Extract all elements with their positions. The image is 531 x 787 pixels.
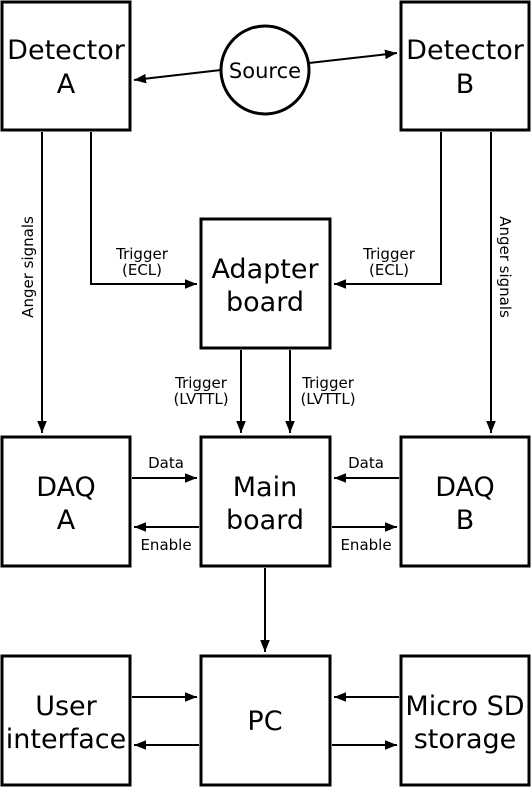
micro-sd-box — [399, 654, 531, 787]
adapter-board-box — [199, 217, 332, 350]
enable-b-label: Enable — [340, 536, 391, 554]
main-board-box — [199, 435, 332, 568]
detector-b-box — [399, 0, 531, 132]
data-b-label: Data — [348, 454, 384, 472]
source-to-detector-a-arrow — [133, 69, 222, 84]
trigger-ecl-a-arrow — [90, 132, 197, 289]
trigger-ecl-a-label-line2: (ECL) — [122, 261, 162, 279]
trigger-lvttl-right-label-line1: Trigger — [301, 374, 355, 392]
data-a-label: Data — [148, 454, 184, 472]
trigger-lvttl-left-label-line1: Trigger — [174, 374, 228, 392]
enable-a-label: Enable — [140, 536, 191, 554]
trigger-lvttl-left-label-line2: (LVTTL) — [173, 390, 228, 408]
anger-signals-a-label: Anger signals — [19, 216, 37, 318]
detector-a-label-line2: A — [57, 69, 76, 100]
trigger-lvttl-right-label-line2: (LVTTL) — [300, 390, 355, 408]
daq-a-box — [0, 435, 132, 568]
detector-a-label-line1: Detector — [7, 35, 126, 66]
source-label: Source — [229, 59, 301, 83]
source-to-detector-b-arrow — [308, 49, 398, 64]
detector-b-label-line2: B — [456, 69, 475, 100]
daq-b-label-line1: DAQ — [435, 472, 495, 503]
adapter-board-label-line2: board — [226, 287, 304, 318]
user-interface-box — [0, 654, 132, 787]
micro-sd-label-line1: Micro SD — [405, 691, 524, 722]
pc-box — [199, 654, 332, 787]
adapter-board-label-line1: Adapter — [211, 254, 319, 285]
pc-label: PC — [247, 706, 282, 737]
daq-b-label-line2: B — [456, 505, 475, 536]
micro-sd-label-line2: storage — [414, 724, 517, 755]
trigger-ecl-a-label-line1: Trigger — [115, 245, 169, 263]
user-interface-label-line1: User — [35, 691, 97, 722]
anger-signals-b-label: Anger signals — [496, 216, 514, 318]
main-board-label-line2: board — [226, 505, 304, 536]
trigger-ecl-b-label-line1: Trigger — [362, 245, 416, 263]
trigger-ecl-b-label-line2: (ECL) — [369, 261, 409, 279]
daq-a-label-line2: A — [57, 505, 76, 536]
user-interface-label-line2: interface — [6, 724, 126, 755]
detector-a-box — [0, 0, 132, 132]
trigger-ecl-b-arrow — [334, 132, 442, 289]
daq-a-label-line1: DAQ — [36, 472, 96, 503]
main-board-label-line1: Main — [233, 472, 297, 503]
detector-b-label-line1: Detector — [406, 35, 525, 66]
daq-b-box — [399, 435, 531, 568]
